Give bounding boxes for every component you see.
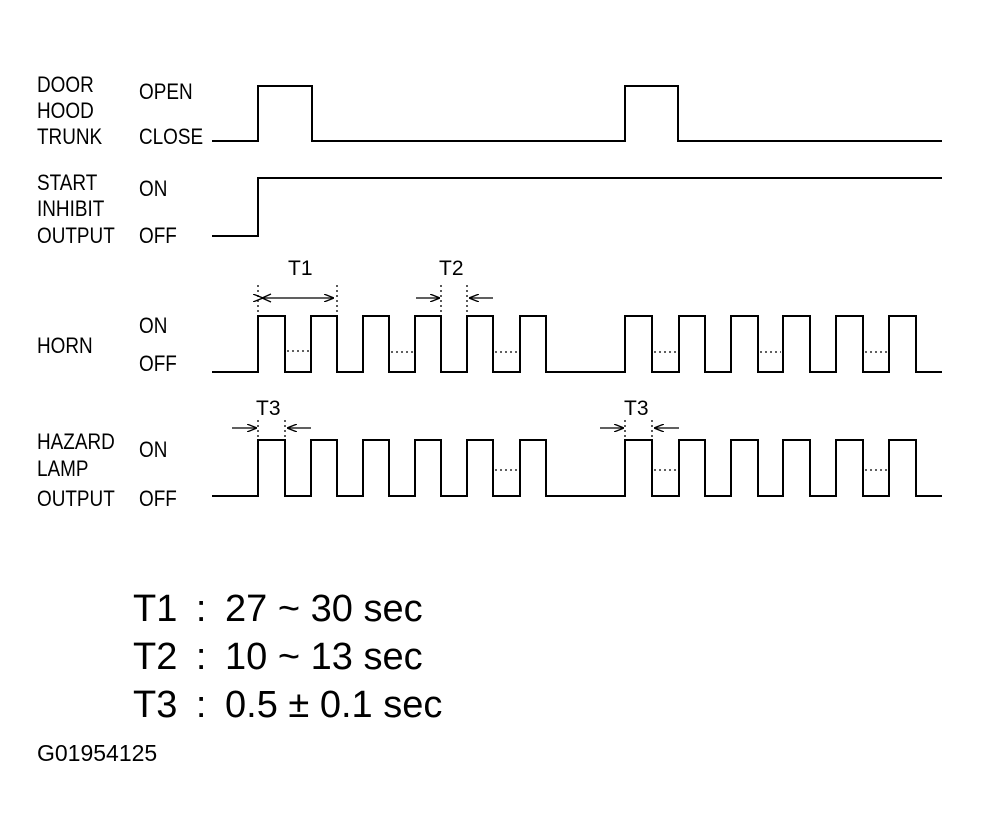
start-inhibit-on-state: ON (139, 176, 168, 201)
start-inhibit-off-state: OFF (139, 223, 177, 248)
legend-t2: T2 : 10 ~ 13 sec (133, 636, 423, 678)
horn-on-state: ON (139, 313, 168, 338)
hazard-off-state: OFF (139, 486, 177, 511)
legend-t3: T3 : 0.5 ± 0.1 sec (133, 684, 442, 726)
legend-t1-name: T1 (133, 588, 178, 630)
t3-label-second: T3 (624, 397, 649, 420)
horn-off-state: OFF (139, 351, 177, 376)
legend-t2-sep: : (195, 636, 207, 678)
t1-label: T1 (288, 257, 313, 280)
start-inhibit-label-line-1: START (37, 170, 98, 195)
hazard-label-line-2: LAMP (37, 456, 89, 481)
legend-t1-sep: : (195, 588, 207, 630)
horn-label: HORN (37, 333, 93, 358)
hazard-on-state: ON (139, 437, 168, 462)
legend-t2-name: T2 (133, 636, 178, 678)
t3-label-first: T3 (256, 397, 281, 420)
t2-label: T2 (439, 257, 464, 280)
door-waveform (212, 85, 942, 142)
legend-t1-value: 27 ~ 30 sec (225, 588, 423, 630)
door-close-state: CLOSE (139, 124, 204, 149)
door-label-line-3: TRUNK (37, 124, 103, 149)
start-inhibit-waveform (212, 177, 942, 237)
start-inhibit-label-line-2: INHIBIT (37, 196, 105, 221)
hazard-label-line-3: OUTPUT (37, 486, 115, 511)
door-label-line-1: DOOR (37, 72, 94, 97)
legend-t1: T1 : 27 ~ 30 sec (133, 588, 423, 630)
start-inhibit-label-line-3: OUTPUT (37, 223, 115, 248)
legend-t3-name: T3 (133, 684, 178, 726)
figure-code: G01954125 (37, 740, 158, 766)
hazard-waveform (212, 439, 942, 497)
legend-t3-sep: : (195, 684, 207, 726)
door-open-state: OPEN (139, 79, 193, 104)
hazard-label-line-1: HAZARD (37, 429, 115, 454)
legend-t3-value: 0.5 ± 0.1 sec (225, 684, 443, 726)
legend-t2-value: 10 ~ 13 sec (225, 636, 423, 678)
horn-waveform (212, 315, 942, 373)
door-label-line-2: HOOD (37, 98, 94, 123)
